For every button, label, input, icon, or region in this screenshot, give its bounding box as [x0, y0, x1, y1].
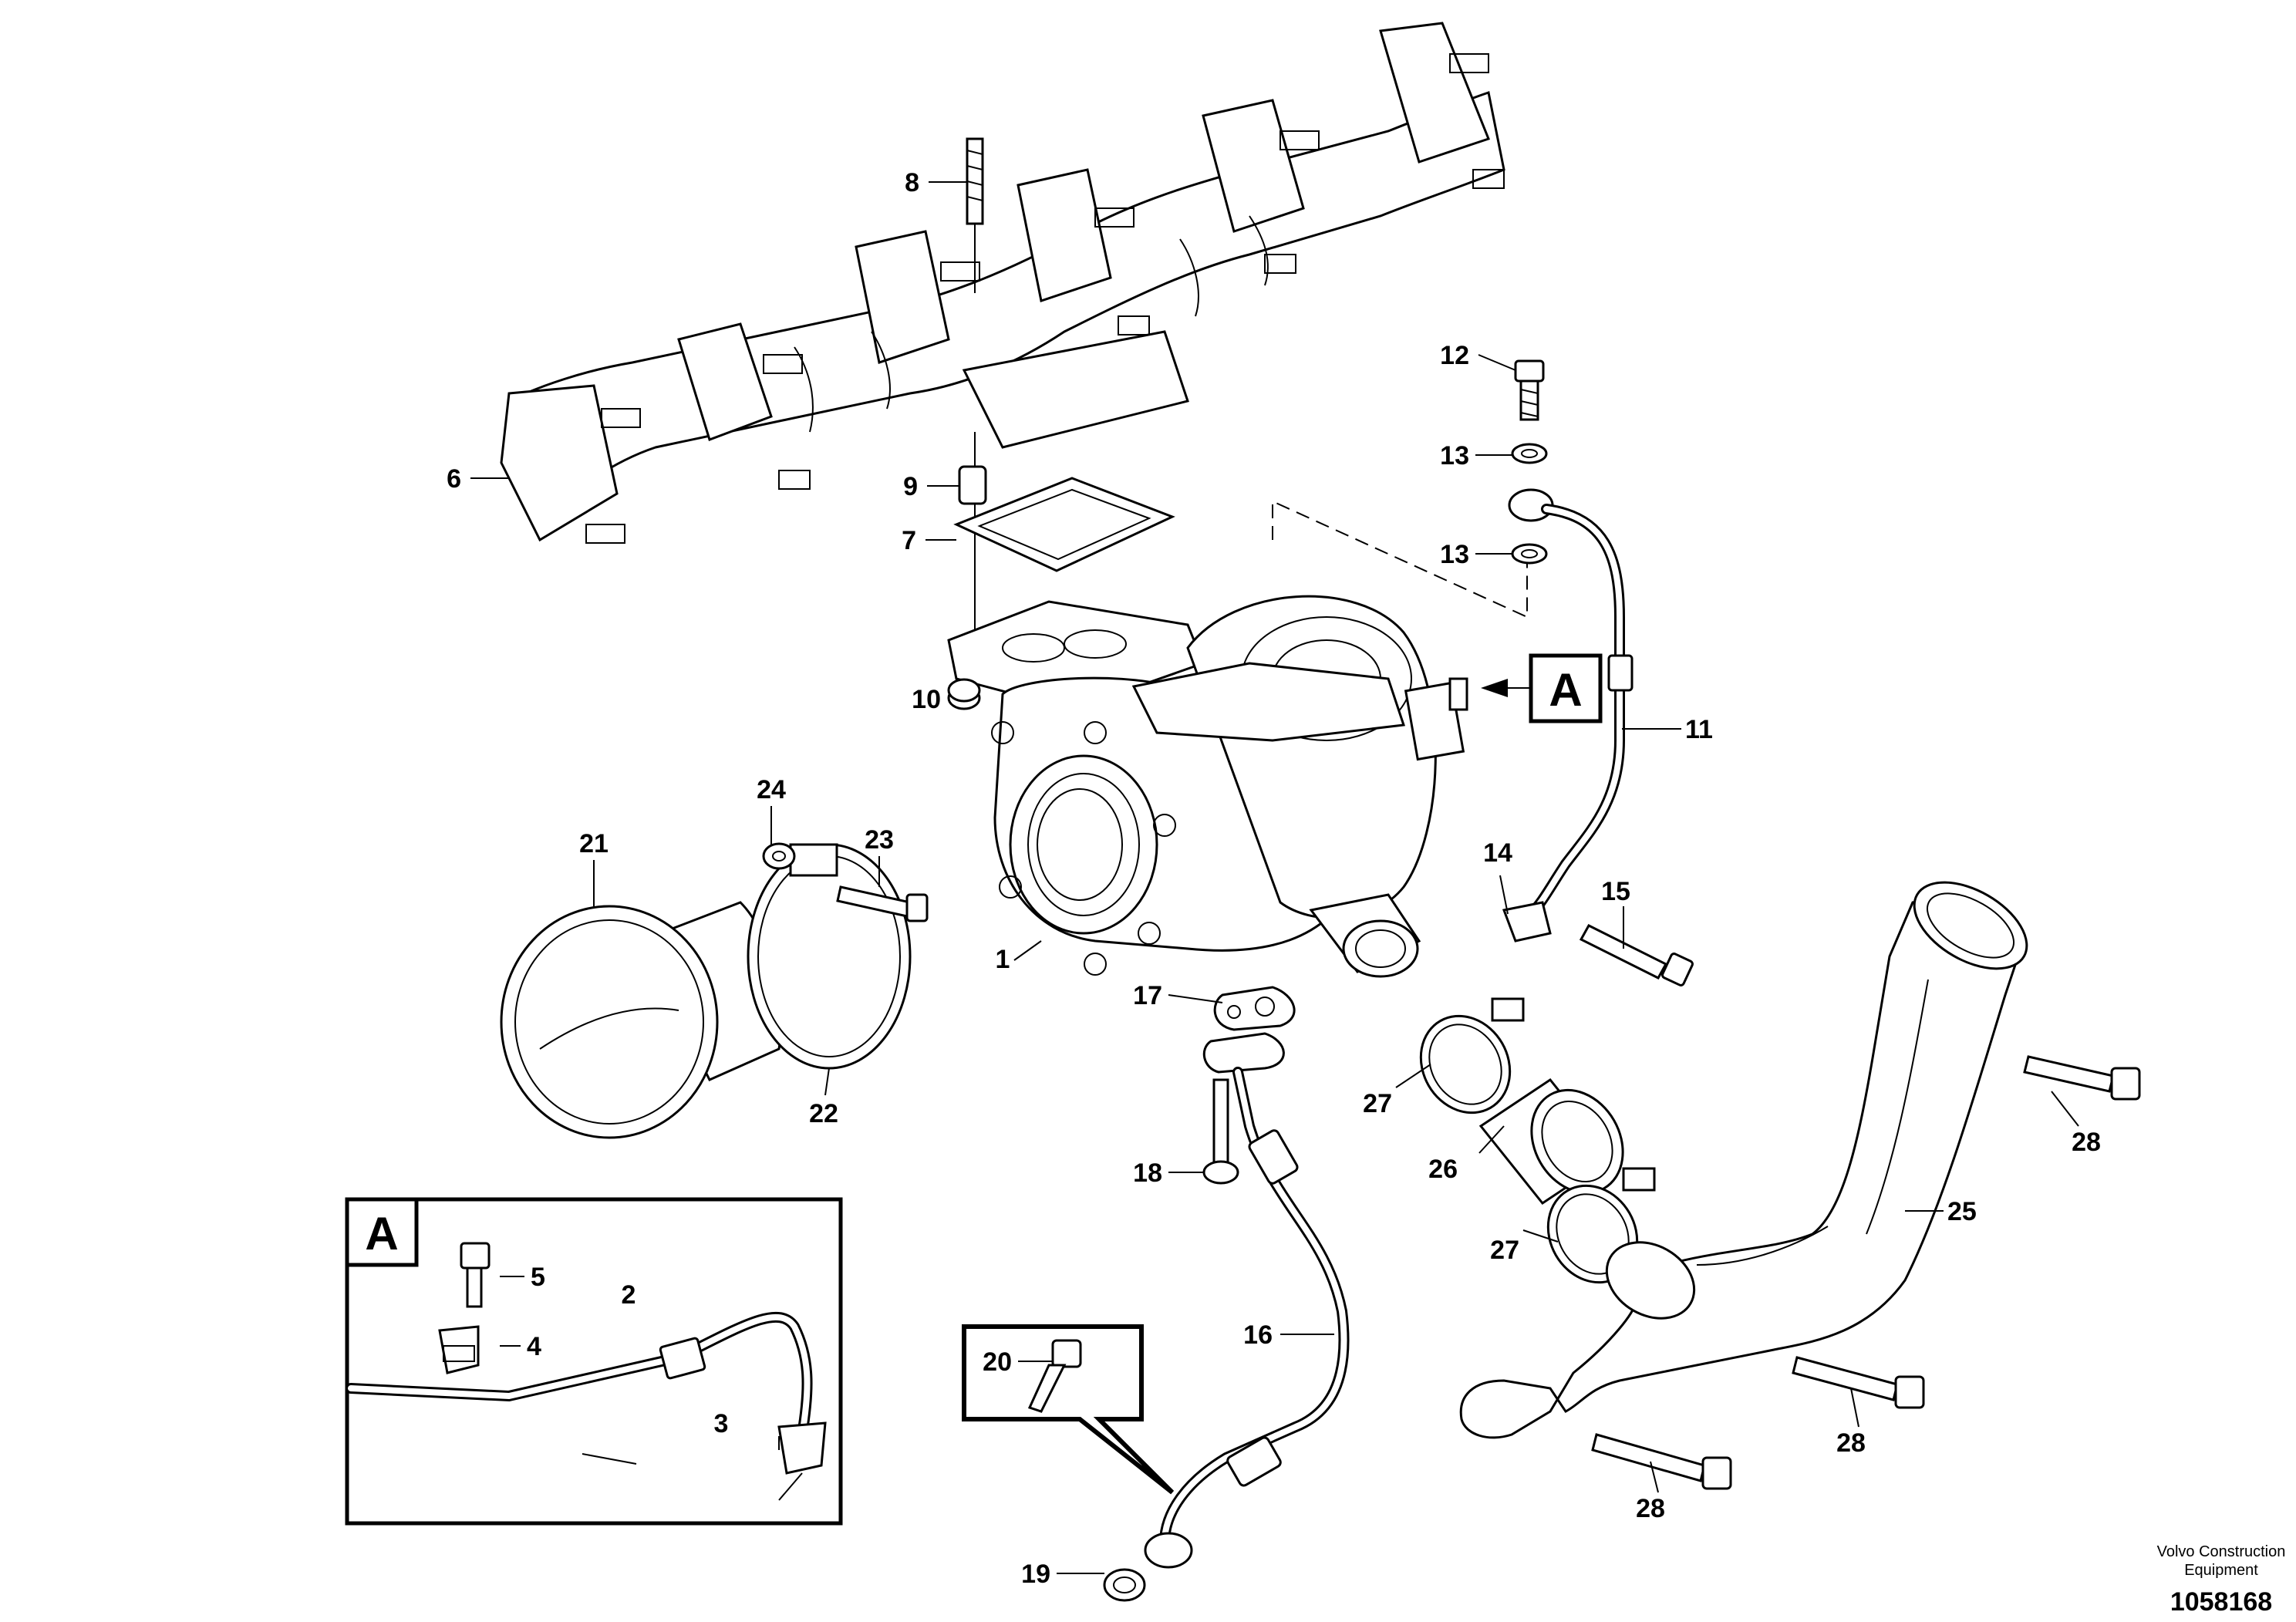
banjo-bolt-12	[1514, 359, 1545, 421]
bolt-23	[836, 885, 929, 922]
callout-17: 17	[1133, 981, 1162, 1010]
callout-28-upper: 28	[2072, 1128, 2101, 1157]
callout-26: 26	[1428, 1155, 1458, 1184]
pipe-25	[1459, 881, 2028, 1439]
nut-10	[947, 678, 981, 710]
turbocharger	[947, 595, 1468, 978]
callout-labels: 1 2 3 4 5 6 7 8 9 10 11 12 13 13 14 15 1…	[447, 168, 2101, 1589]
leader-lines	[470, 181, 2079, 1574]
callout-18: 18	[1133, 1158, 1162, 1188]
bolt-28-upper	[2023, 1055, 2141, 1101]
oil-feed-pipe-11	[1502, 488, 1633, 943]
bolt-28-middle	[1792, 1356, 1925, 1409]
bolt-28-lower	[1591, 1433, 1732, 1490]
gasket-17	[1213, 986, 1296, 1031]
callout-10: 10	[912, 685, 941, 714]
callout-2: 2	[622, 1280, 636, 1310]
callout-9: 9	[903, 472, 918, 501]
callout-12: 12	[1440, 341, 1469, 370]
credit-line-2: Equipment	[2184, 1562, 2258, 1579]
washer-13-upper	[1511, 443, 1548, 464]
callout-16: 16	[1243, 1320, 1273, 1350]
callout-27-upper: 27	[1363, 1089, 1392, 1118]
bolt-15	[1579, 924, 1694, 986]
callout-20: 20	[983, 1347, 1012, 1377]
washer-19	[1103, 1568, 1146, 1602]
callout-8: 8	[905, 168, 919, 197]
callout-24: 24	[757, 775, 786, 804]
callout-13-lower: 13	[1440, 540, 1469, 569]
footer: Volvo Construction Equipment 1058168	[2157, 1543, 2286, 1617]
v-band-clamp-22	[747, 843, 912, 1070]
gasket-7	[953, 477, 1175, 572]
callout-22: 22	[809, 1099, 838, 1128]
callout-5: 5	[531, 1263, 545, 1292]
credit-line-1: Volvo Construction	[2157, 1543, 2286, 1560]
callout-27-lower: 27	[1490, 1236, 1519, 1265]
clamp-27-upper	[1419, 997, 1525, 1114]
detail-ref-a-label: A	[1549, 664, 1582, 716]
bolt-18	[1202, 1078, 1239, 1185]
callout-21: 21	[579, 829, 609, 858]
oil-drain-pipe-16	[1144, 1032, 1350, 1569]
exhaust-manifold	[500, 22, 1505, 544]
detail-inset-a: A	[345, 1197, 843, 1526]
callout-4: 4	[527, 1332, 541, 1361]
nut-24	[762, 842, 796, 870]
outlet-elbow-21	[500, 901, 782, 1139]
washer-13-lower	[1511, 543, 1548, 565]
callout-19: 19	[1021, 1560, 1050, 1589]
detail-inset-a-label: A	[365, 1208, 398, 1259]
callout-1: 1	[996, 945, 1010, 974]
callout-11: 11	[1685, 715, 1713, 744]
detail-ref-a: A	[1481, 653, 1603, 723]
bolt-20-detail-box	[962, 1324, 1175, 1495]
callout-23: 23	[865, 825, 894, 855]
callout-6: 6	[447, 464, 461, 494]
callout-28-lower: 28	[1636, 1494, 1665, 1523]
callout-14: 14	[1483, 838, 1512, 868]
connector-26	[1478, 1077, 1624, 1206]
callout-25: 25	[1947, 1197, 1977, 1226]
callout-3: 3	[714, 1409, 729, 1438]
callout-7: 7	[902, 526, 916, 555]
callout-15: 15	[1601, 877, 1630, 906]
callout-28-middle: 28	[1836, 1428, 1866, 1458]
callout-13-upper: 13	[1440, 441, 1469, 470]
document-number: 1058168	[2170, 1587, 2272, 1617]
